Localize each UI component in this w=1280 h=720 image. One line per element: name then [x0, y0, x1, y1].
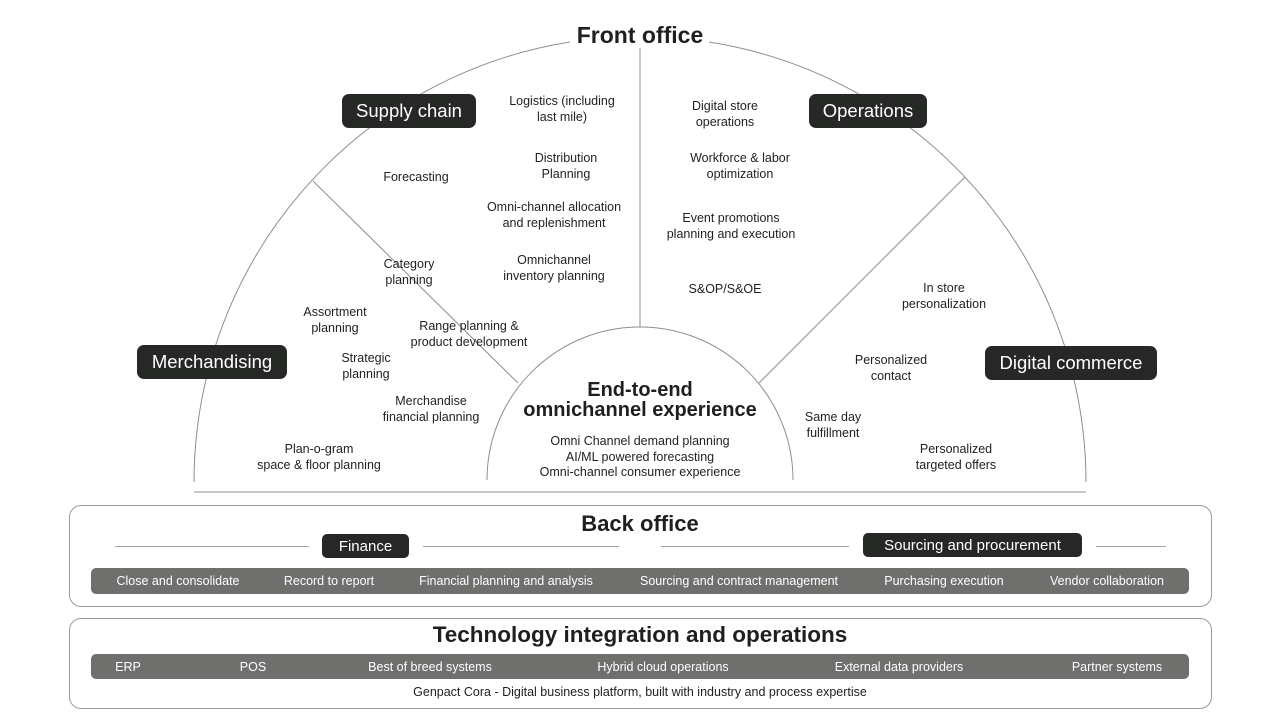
back-office-item: Purchasing execution	[884, 574, 1004, 588]
inner-arc	[486, 326, 794, 481]
outer-arc-left	[193, 41, 571, 483]
sourcing-procurement-pill: Sourcing and procurement	[863, 533, 1082, 557]
divider-line	[1096, 546, 1166, 547]
back-office-item: Close and consolidate	[116, 574, 240, 588]
divider-right	[758, 176, 966, 384]
technology-item: External data providers	[834, 659, 964, 674]
range-planning-label: Range planning &product development	[410, 319, 528, 349]
front-office-title: Front office	[576, 22, 704, 48]
hub-items: Omni Channel demand planning AI/ML power…	[540, 434, 741, 481]
technology-title: Technology integration and operations	[432, 622, 848, 647]
sop-label: S&OP/S&OE	[688, 282, 762, 296]
outer-arc-right	[708, 41, 1087, 483]
divider-line	[661, 546, 849, 547]
divider-line	[115, 546, 309, 547]
merchandising-pill: Merchandising	[137, 345, 287, 379]
back-office-title: Back office	[581, 511, 699, 536]
digital-commerce-pill: Digital commerce	[985, 346, 1157, 380]
hub-item: AI/ML powered forecasting	[565, 449, 715, 464]
hub-item: Omni Channel demand planning	[550, 434, 730, 448]
divider-left	[312, 180, 519, 384]
technology-item: Hybrid cloud operations	[597, 659, 729, 674]
supply-chain-pill: Supply chain	[342, 94, 476, 128]
technology-item: Partner systems	[1071, 659, 1163, 674]
technology-item: ERP	[115, 659, 141, 674]
hub-item: Omni-channel consumer experience	[539, 465, 741, 479]
finance-pill: Finance	[322, 534, 409, 558]
back-office-item: Financial planning and analysis	[419, 574, 593, 588]
technology-item: POS	[239, 659, 267, 674]
back-office-item: Record to report	[283, 574, 375, 588]
back-office-strip: Close and consolidate Record to report F…	[91, 568, 1189, 594]
back-office-item: Sourcing and contract management	[639, 574, 839, 588]
divider-line	[423, 546, 619, 547]
technology-strip: ERP POS Best of breed systems Hybrid clo…	[91, 654, 1189, 679]
technology-footer: Genpact Cora - Digital business platform…	[413, 685, 867, 699]
back-office-item: Vendor collaboration	[1050, 574, 1164, 588]
operations-pill: Operations	[809, 94, 927, 128]
technology-item: Best of breed systems	[368, 659, 492, 674]
forecasting-label: Forecasting	[383, 170, 449, 184]
